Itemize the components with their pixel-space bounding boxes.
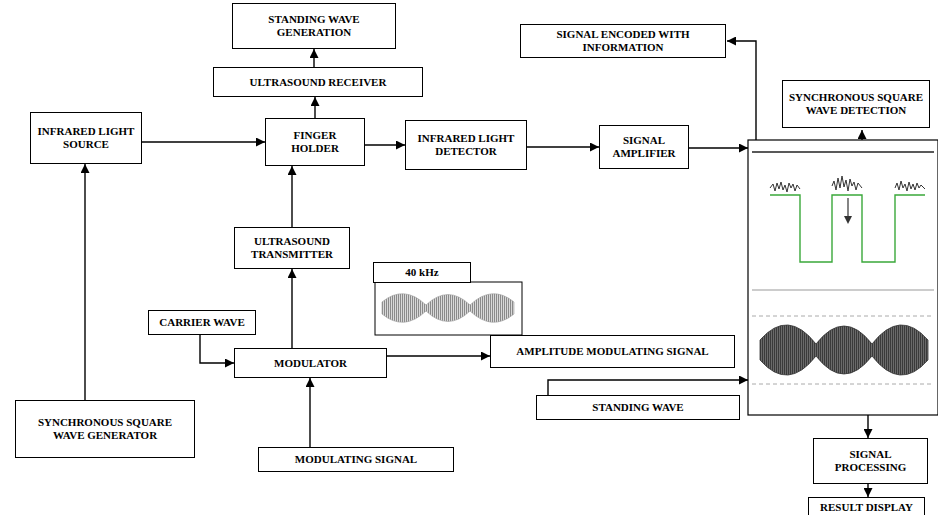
scope-grid	[752, 384, 934, 385]
indicator-arrow	[844, 216, 852, 224]
connector-arrow	[291, 269, 292, 348]
signal-trace	[770, 182, 800, 192]
am-waveform	[760, 325, 928, 375]
process-box: SYNCHRONOUS SQUARE WAVE GENERATOR	[15, 400, 195, 458]
scope-divider	[752, 290, 934, 291]
box-label: INFRARED LIGHT DETECTOR	[411, 132, 521, 157]
connector-arrow	[200, 335, 234, 363]
process-box: SIGNAL AMPLIFIER	[599, 125, 689, 169]
process-box: SIGNAL PROCESSING	[813, 438, 928, 484]
panel-arrow	[689, 147, 748, 148]
box-label: INFRARED LIGHT SOURCE	[36, 125, 136, 150]
process-box: MODULATING SIGNAL	[258, 447, 454, 472]
process-box: INFRARED LIGHT DETECTOR	[405, 120, 527, 170]
box-label: SIGNAL PROCESSING	[819, 448, 922, 473]
connector-arrow	[313, 49, 314, 67]
process-box: SIGNAL ENCODED WITH INFORMATION	[520, 24, 726, 58]
box-label: CARRIER WAVE	[159, 316, 244, 329]
box-label: SYNCHRONOUS SQUARE WAVE GENERATOR	[21, 416, 189, 441]
process-box: AMPLITUDE MODULATING SIGNAL	[490, 335, 735, 368]
box-label: MODULATING SIGNAL	[295, 453, 417, 466]
process-box: ULTRASOUND TRANSMITTER	[234, 227, 350, 269]
box-label: RESULT DISPLAY	[820, 501, 913, 514]
connector-arrow	[309, 378, 310, 447]
box-label: STANDING WAVE GENERATION	[238, 13, 390, 38]
process-box: ULTRASOUND RECEIVER	[213, 67, 423, 97]
signal-trace	[895, 181, 925, 191]
process-box: CARRIER WAVE	[148, 310, 256, 335]
box-label: AMPLITUDE MODULATING SIGNAL	[516, 345, 708, 358]
process-box: STANDING WAVE	[536, 395, 740, 420]
am-waveform	[382, 294, 514, 323]
connector-arrow	[365, 144, 405, 145]
scope-grid	[752, 316, 934, 317]
box-label: MODULATOR	[274, 357, 347, 370]
process-box: FINGER HOLDER	[265, 118, 365, 166]
indicator-arrow	[847, 198, 848, 218]
panel-arrow	[861, 130, 862, 140]
process-box: INFRARED LIGHT SOURCE	[30, 112, 142, 164]
process-box: 40 kHz	[373, 262, 471, 283]
box-label: SIGNAL ENCODED WITH INFORMATION	[526, 28, 720, 53]
waveform-frame	[375, 282, 522, 335]
process-box: SYNCHRONOUS SQUARE WAVE DETECTION	[782, 80, 930, 128]
connector-arrow	[527, 146, 599, 147]
panel-arrow	[727, 41, 756, 140]
connector-arrow	[291, 166, 292, 227]
process-box: MODULATOR	[234, 348, 387, 378]
box-label: SIGNAL AMPLIFIER	[605, 134, 683, 159]
panel-arrow	[867, 415, 868, 438]
connector-arrow	[387, 355, 490, 356]
box-label: FINGER HOLDER	[271, 129, 359, 154]
signal-trace	[832, 176, 862, 191]
box-label: ULTRASOUND RECEIVER	[250, 76, 387, 89]
box-label: ULTRASOUND TRANSMITTER	[240, 235, 344, 260]
process-box: RESULT DISPLAY	[808, 497, 925, 515]
box-label: SYNCHRONOUS SQUARE WAVE DETECTION	[788, 91, 924, 116]
scope-line	[752, 151, 934, 153]
process-box: STANDING WAVE GENERATION	[232, 3, 396, 49]
connector-arrow	[314, 97, 315, 118]
connector-arrow	[867, 484, 868, 497]
connector-arrow	[84, 164, 85, 400]
square-wave-trace	[770, 195, 925, 262]
connector-arrow	[142, 141, 265, 142]
scope-panel	[748, 140, 938, 415]
box-label: STANDING WAVE	[592, 401, 683, 414]
panel-arrow	[548, 380, 748, 395]
box-label: 40 kHz	[405, 266, 438, 279]
